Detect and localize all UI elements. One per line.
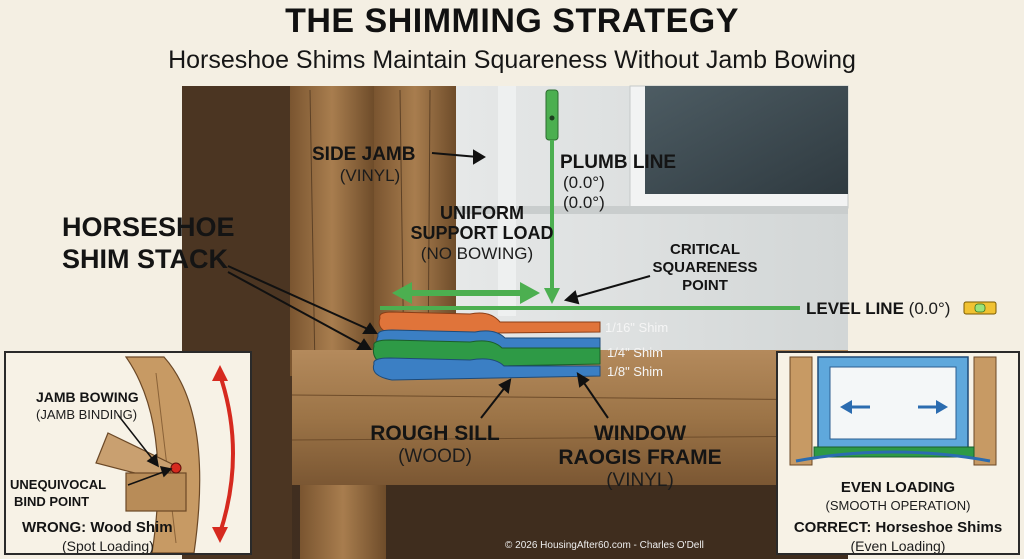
lower-stud <box>300 485 386 559</box>
label-window-sub: (VINYL) <box>606 470 674 491</box>
copyright-text: © 2026 HousingAfter60.com - Charles O'De… <box>505 540 704 551</box>
label-shim-3: 1/8" Shim <box>607 364 663 379</box>
label-horseshoe-2: SHIM STACK <box>62 244 228 274</box>
label-even-loading-sub: (SMOOTH OPERATION) <box>825 498 971 513</box>
diagram-title: THE SHIMMING STRATEGY <box>285 2 739 40</box>
label-critical-2: SQUARENESS <box>652 259 758 276</box>
wrong-inset-illustration <box>95 356 235 553</box>
label-shim-2: 1/4" Shim <box>607 345 663 360</box>
label-uniform-sub: (NO BOWING) <box>420 244 534 263</box>
label-rough-sill-sub: (WOOD) <box>398 446 472 467</box>
label-level-line-text: LEVEL LINE <box>806 299 904 318</box>
label-uniform-1: UNIFORM <box>440 203 524 223</box>
correct-inset-panel: EVEN LOADING (SMOOTH OPERATION) CORRECT:… <box>776 351 1020 555</box>
even-load-curve <box>795 450 991 463</box>
label-jamb-bowing: JAMB BOWING <box>36 389 139 405</box>
level-icon <box>963 301 997 315</box>
label-level-val: (0.0°) <box>908 299 951 318</box>
label-plumb-line: PLUMB LINE <box>560 152 677 173</box>
stud-a <box>290 86 374 376</box>
label-shim-1: 1/16" Shim <box>605 320 669 335</box>
label-level-line: LEVEL LINE (0.0°) <box>806 299 950 319</box>
label-correct-sub: (Even Loading) <box>850 538 946 554</box>
label-rough-sill: ROUGH SILL <box>370 422 500 445</box>
label-plumb-val-2: (0.0°) <box>563 193 605 212</box>
wrong-inset-panel: JAMB BOWING (JAMB BINDING) UNEQUIVOCAL B… <box>4 351 252 555</box>
bowing-arrow <box>218 374 235 534</box>
label-critical-1: CRITICAL <box>670 241 740 258</box>
label-critical-3: POINT <box>682 277 728 294</box>
plumb-line-marker <box>544 89 560 304</box>
bind-point-marker <box>170 462 182 474</box>
label-horseshoe-1: HORSESHOE <box>62 212 235 242</box>
diagram-subtitle: Horseshoe Shims Maintain Squareness With… <box>168 46 856 74</box>
label-correct: CORRECT: Horseshoe Shims <box>793 519 1003 536</box>
label-side-jamb: SIDE JAMB <box>312 144 416 165</box>
uniform-load-arrow <box>392 282 540 304</box>
label-bind-point-1: UNEQUIVOCAL <box>10 477 107 492</box>
label-jamb-binding: (JAMB BINDING) <box>36 407 138 422</box>
label-side-jamb-sub: (VINYL) <box>339 166 401 185</box>
label-window-1: WINDOW <box>593 422 687 445</box>
label-uniform-2: SUPPORT LOAD <box>410 223 554 243</box>
label-bind-point-2: BIND POINT <box>14 494 90 509</box>
label-plumb-val-1: (0.0°) <box>563 173 605 192</box>
label-wrong-sub: (Spot Loading) <box>62 538 154 554</box>
window-glass <box>645 86 848 194</box>
even-load-arrows <box>840 400 948 414</box>
correct-inset-illustration <box>789 356 997 466</box>
horseshoe-shim-stack <box>372 311 601 381</box>
label-wrong: WRONG: Wood Shim <box>22 519 173 536</box>
label-even-loading: EVEN LOADING <box>840 479 956 496</box>
label-window-2: RAOGIS FRAME <box>558 446 722 469</box>
